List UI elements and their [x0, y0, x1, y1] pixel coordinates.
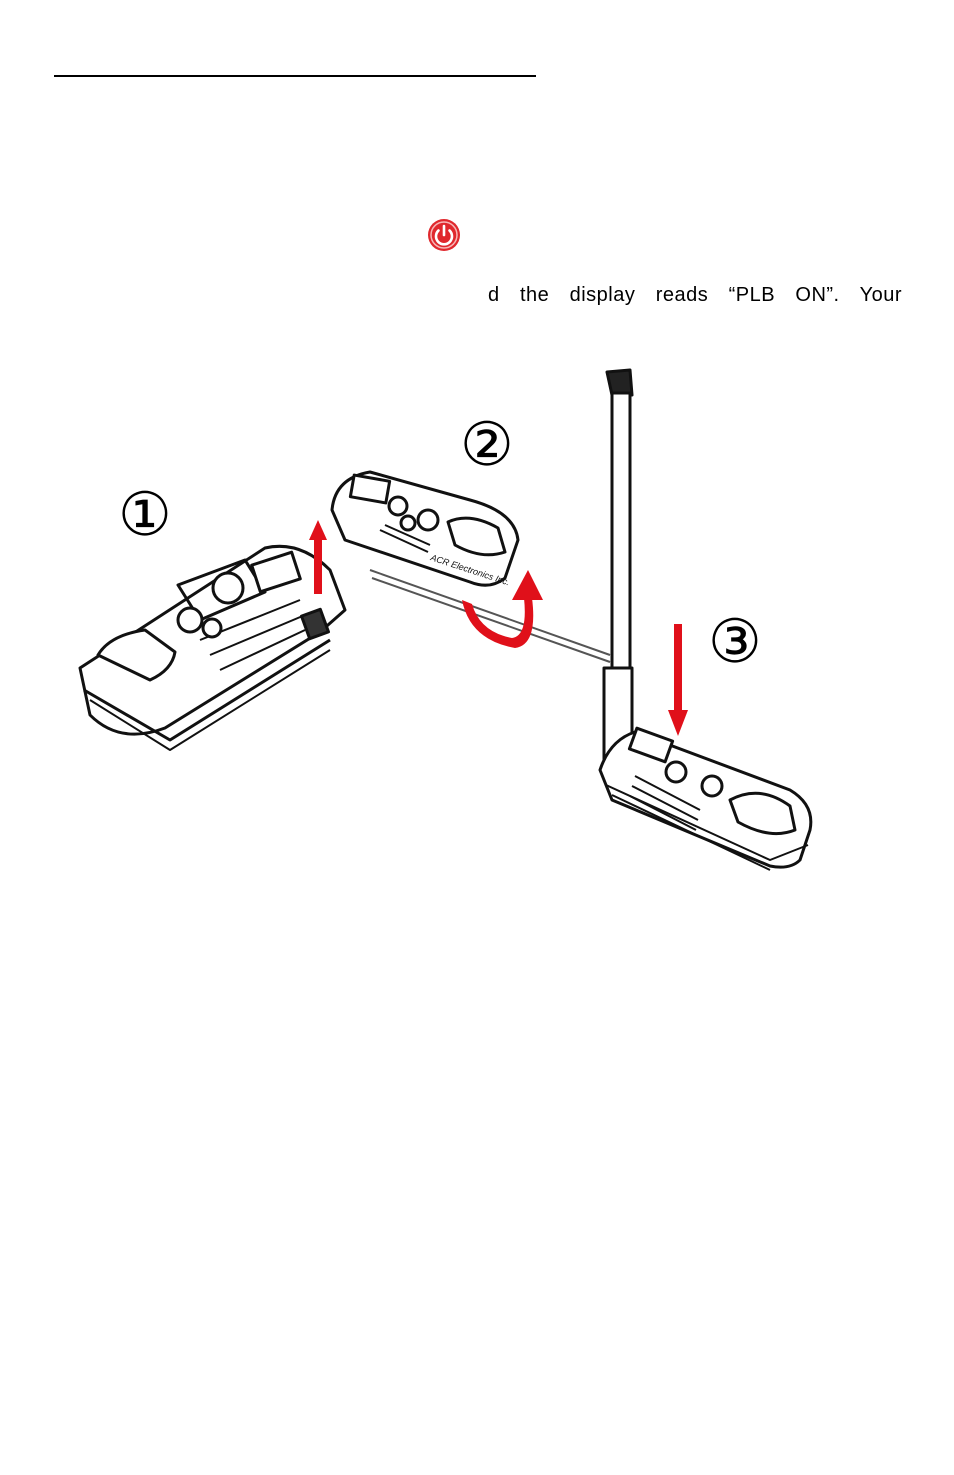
device-step-1: [78, 544, 347, 751]
heading-underline: [54, 75, 536, 77]
arrow-step-3: [668, 624, 688, 736]
instruction-text: d the display reads “PLB ON”. Your: [488, 284, 902, 306]
arrow-step-1: [309, 520, 327, 594]
step-2-label: ②: [460, 410, 514, 480]
device-step-2: ACR Electronics Inc.: [330, 470, 520, 587]
power-button-icon: [428, 219, 460, 251]
antenna-step-3: [602, 368, 634, 780]
step-1-label: ①: [118, 480, 172, 550]
step-3-label: ③: [708, 607, 762, 677]
device-step-3: [598, 726, 813, 871]
rotate-arrow-step-2: [462, 570, 543, 648]
plb-antenna-deployment-illustration: ACR Electronics Inc.: [78, 368, 813, 871]
